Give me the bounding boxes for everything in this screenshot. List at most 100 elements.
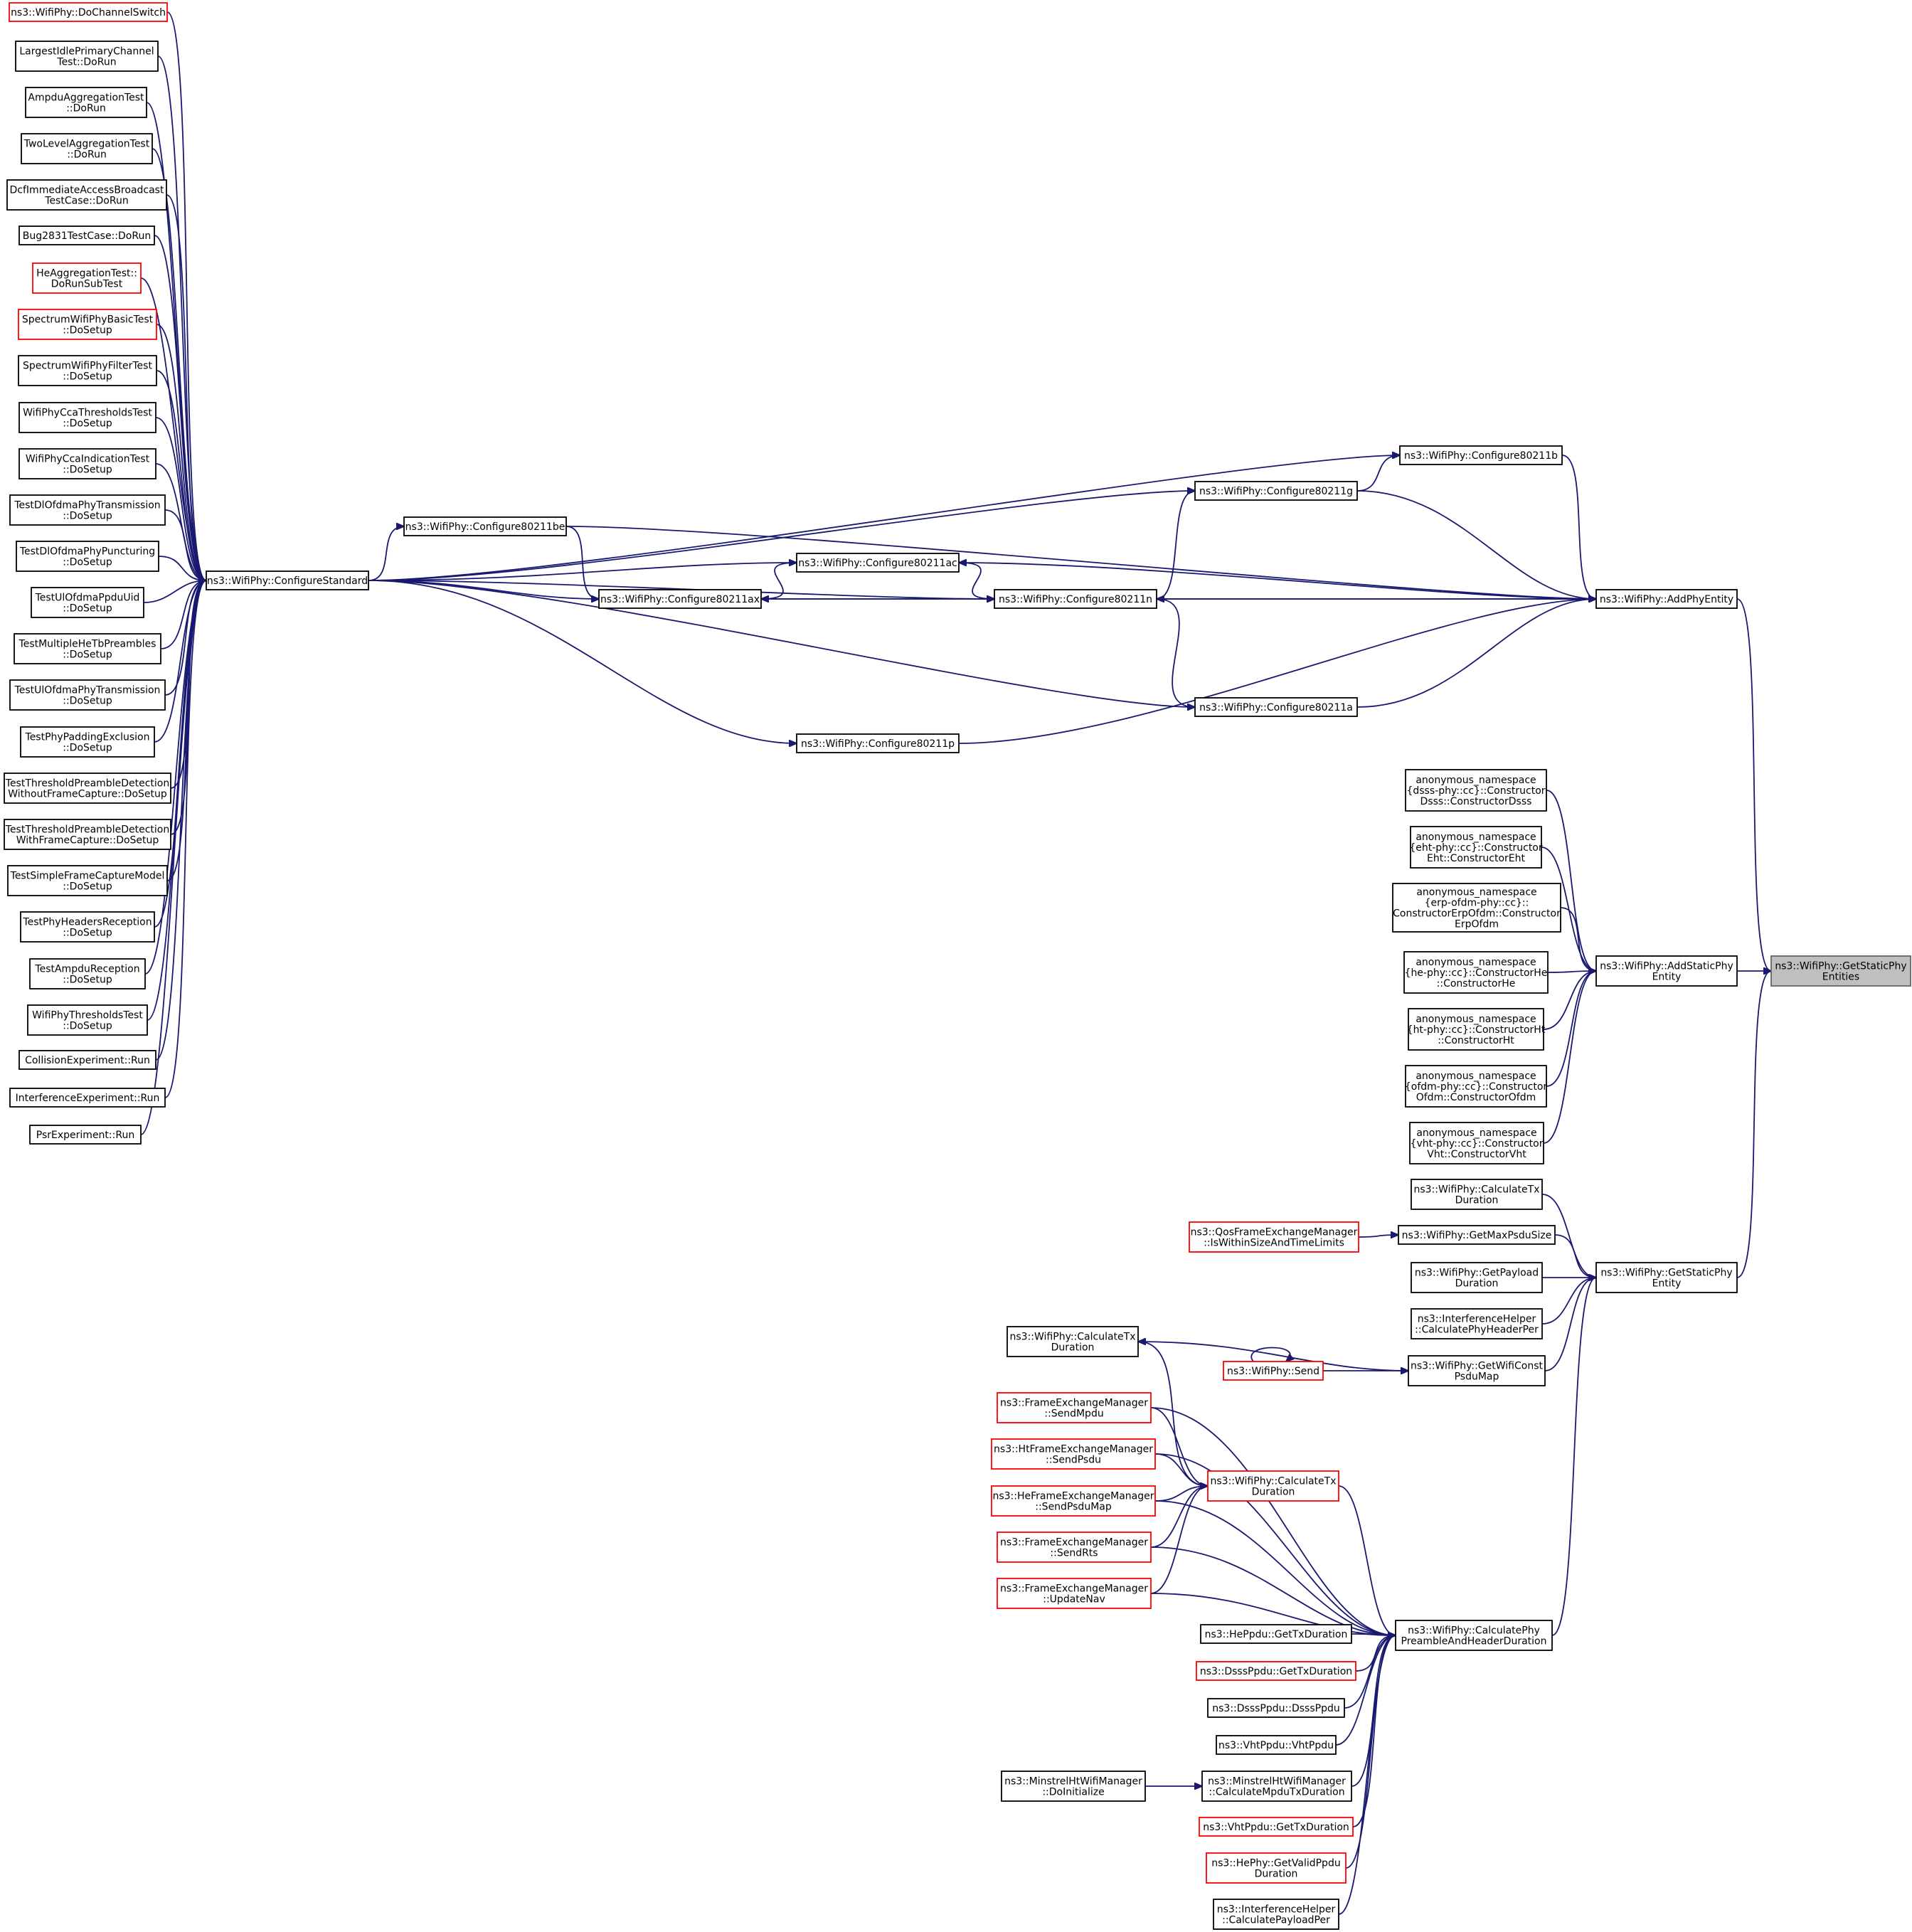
node-interference[interactable]: InterferenceExperiment::Run [9,1088,166,1108]
node-ampduRecep[interactable]: TestAmpduReception::DoSetup [29,958,146,989]
node-qosWithin[interactable]: ns3::QosFrameExchangeManager::IsWithinSi… [1189,1221,1359,1253]
node-ulOfdmaTx[interactable]: TestUlOfdmaPhyTransmission::DoSetup [9,679,166,711]
node-padding[interactable]: TestPhyPaddingExclusion::DoSetup [20,726,155,758]
node-spectrumBasic[interactable]: SpectrumWifiPhyBasicTest::DoSetup [18,309,157,340]
node-cfg_be[interactable]: ns3::WifiPhy::Configure80211be [403,516,567,536]
node-label-line: TestThresholdPreambleDetection [5,824,169,836]
edge-path [368,580,797,743]
node-vhtPpduTx[interactable]: ns3::VhtPpdu::GetTxDuration [1199,1817,1354,1837]
node-box [991,1438,1156,1470]
node-label-line: ns3::WifiPhy::DoChannelSwitch [11,7,166,18]
node-ulOfdmaPpdu[interactable]: TestUlOfdmaPpduUid::DoSetup [31,587,144,618]
node-headersRecep[interactable]: TestPhyHeadersReception::DoSetup [20,911,155,943]
node-cfg_ax[interactable]: ns3::WifiPhy::Configure80211ax [598,589,762,609]
node-ctorOfdm[interactable]: anonymous_namespace{ofdm-phy::cc}::Const… [1405,1065,1548,1108]
node-collision[interactable]: CollisionExperiment::Run [18,1050,156,1070]
node-htfem_sendPsdu[interactable]: ns3::HtFrameExchangeManager::SendPsdu [991,1438,1156,1470]
node-psr[interactable]: PsrExperiment::Run [29,1125,142,1145]
node-label-line: ConstructorErpOfdm::Constructor [1393,908,1561,920]
node-ctorVht[interactable]: anonymous_namespace{vht-phy::cc}::Constr… [1409,1122,1544,1164]
node-box [18,355,157,386]
node-wifiSend[interactable]: ns3::WifiPhy::Send [1223,1361,1324,1381]
node-dlOfdmaPunct[interactable]: TestDlOfdmaPhyPuncturing::DoSetup [16,541,159,572]
node-calcPayloadPer[interactable]: ns3::InterferenceHelper::CalculatePayloa… [1213,1899,1339,1930]
edge-htfem_sendPsdu-to-calcPreamble [1154,1453,1396,1635]
node-twoLevel[interactable]: TwoLevelAggregationTest::DoRun [21,133,153,164]
node-ctorDsss[interactable]: anonymous_namespace{dsss-phy::cc}::Const… [1405,769,1547,812]
edge-ctorOfdm-to-addStatic [1546,971,1596,1087]
edge-dsssPpduCtor-to-calcPreamble [1344,1635,1396,1709]
node-cfg_a[interactable]: ns3::WifiPhy::Configure80211a [1194,697,1358,717]
node-ctorHt[interactable]: anonymous_namespace{ht-phy::cc}::Constru… [1407,1008,1546,1051]
node-addPhyEntity[interactable]: ns3::WifiPhy::AddPhyEntity [1595,589,1738,609]
edge-phyThresholds-to-configStd [147,580,206,1021]
node-dsssPpduCtor[interactable]: ns3::DsssPpdu::DsssPpdu [1207,1698,1345,1718]
node-getMaxPsdu[interactable]: ns3::WifiPhy::GetMaxPsduSize [1398,1225,1556,1245]
node-label-line: anonymous_namespace [1416,957,1536,968]
node-minstrelCalc[interactable]: ns3::MinstrelHtWifiManager::CalculateMpd… [1201,1771,1352,1802]
node-fem_sendMpdu[interactable]: ns3::FrameExchangeManager::SendMpdu [997,1392,1152,1423]
node-cfg_g[interactable]: ns3::WifiPhy::Configure80211g [1194,481,1358,501]
node-label-line: ::SendMpdu [1044,1408,1103,1420]
node-phyThresholds[interactable]: WifiPhyThresholdsTest::DoSetup [27,1004,148,1036]
edge-path [1541,1278,1596,1325]
node-ctorHe[interactable]: anonymous_namespace{he-phy::cc}::Constru… [1403,951,1549,994]
node-fem_updateNav[interactable]: ns3::FrameExchangeManager::UpdateNav [997,1578,1152,1609]
node-box [1399,445,1563,465]
node-cfg_n[interactable]: ns3::WifiPhy::Configure80211n [994,589,1157,609]
node-spectrumFilter[interactable]: SpectrumWifiPhyFilterTest::DoSetup [18,355,157,386]
node-multiHeTb[interactable]: TestMultipleHeTbPreambles::DoSetup [14,633,161,664]
node-box [1405,1065,1547,1108]
node-ctorErp[interactable]: anonymous_namespace{erp-ofdm-phy::cc}::C… [1392,883,1561,933]
node-cfg_ac[interactable]: ns3::WifiPhy::Configure80211ac [796,553,960,573]
node-ccaThresholds[interactable]: WifiPhyCcaThresholdsTest::DoSetup [18,402,156,433]
node-heAgg[interactable]: HeAggregationTest::DoRunSubTest [32,262,142,294]
node-label-line: ns3::WifiPhy::CalculateTx [1414,1184,1540,1196]
node-cfg_b[interactable]: ns3::WifiPhy::Configure80211b [1399,445,1563,465]
node-label-line: {eht-phy::cc}::Constructor [1409,842,1543,854]
edge-path [1543,971,1596,1144]
node-label-line: PreambleAndHeaderDuration [1401,1636,1547,1647]
node-box [1411,1262,1543,1293]
node-calcPreamble[interactable]: ns3::WifiPhy::CalculatePhyPreambleAndHea… [1395,1620,1553,1651]
node-bug2831[interactable]: Bug2831TestCase::DoRun [18,225,155,245]
node-fem_sendRts[interactable]: ns3::FrameExchangeManager::SendRts [997,1532,1152,1563]
node-ampduAgg[interactable]: AmpduAggregationTest::DoRun [25,87,147,118]
node-dsssPpduTx[interactable]: ns3::DsssPpdu::GetTxDuration [1196,1661,1356,1681]
node-dcfImmediate[interactable]: DcfImmediateAccessBroadcastTestCase::DoR… [6,179,167,211]
node-hePpduTx[interactable]: ns3::HePpdu::GetTxDuration [1200,1624,1352,1644]
edge-calcTxDur_red-to-calcPreamble [1338,1485,1396,1635]
node-ctorEht[interactable]: anonymous_namespace{eht-phy::cc}::Constr… [1409,826,1543,869]
edge-fem_sendRts-to-calcTxDur_red [1150,1486,1208,1548]
edge-cfg_a-to-addPhyEntity [1356,599,1596,708]
node-minstrelInit[interactable]: ns3::MinstrelHtWifiManager::DoInitialize [1001,1771,1146,1802]
node-label-line: ns3::WifiPhy::GetPayload [1415,1268,1539,1279]
node-calcPhyHdrPer[interactable]: ns3::InterferenceHelper::CalculatePhyHea… [1411,1308,1543,1339]
node-label-line: WithFrameCapture::DoSetup [16,835,159,846]
node-box [1411,1179,1543,1210]
node-simpleCapture[interactable]: TestSimpleFrameCaptureModel::DoSetup [7,865,168,896]
node-dlOfdmaTx[interactable]: TestDlOfdmaPhyTransmission::DoSetup [9,494,166,526]
node-box [1409,1122,1544,1164]
edge-spectrumBasic-to-configStd [156,324,206,580]
node-threshWithout[interactable]: TestThresholdPreambleDetectionWithoutFra… [4,773,171,804]
node-vhtPpduCtor[interactable]: ns3::VhtPpdu::VhtPpdu [1216,1735,1337,1755]
node-label-line: ::DoSetup [63,881,112,893]
node-threshWith[interactable]: TestThresholdPreambleDetectionWithFrameC… [4,819,171,850]
node-cfg_p[interactable]: ns3::WifiPhy::Configure80211p [796,733,960,753]
node-doChannelSwitch[interactable]: ns3::WifiPhy::DoChannelSwitch [9,2,168,22]
node-ccaIndication[interactable]: WifiPhyCcaIndicationTest::DoSetup [18,448,156,479]
node-label-line: ns3::WifiPhy::Send [1227,1366,1319,1377]
node-configStd[interactable]: ns3::WifiPhy::ConfigureStandard [206,570,369,590]
node-hefem_sendPsduMap[interactable]: ns3::HeFrameExchangeManager::SendPsduMap [991,1485,1156,1517]
